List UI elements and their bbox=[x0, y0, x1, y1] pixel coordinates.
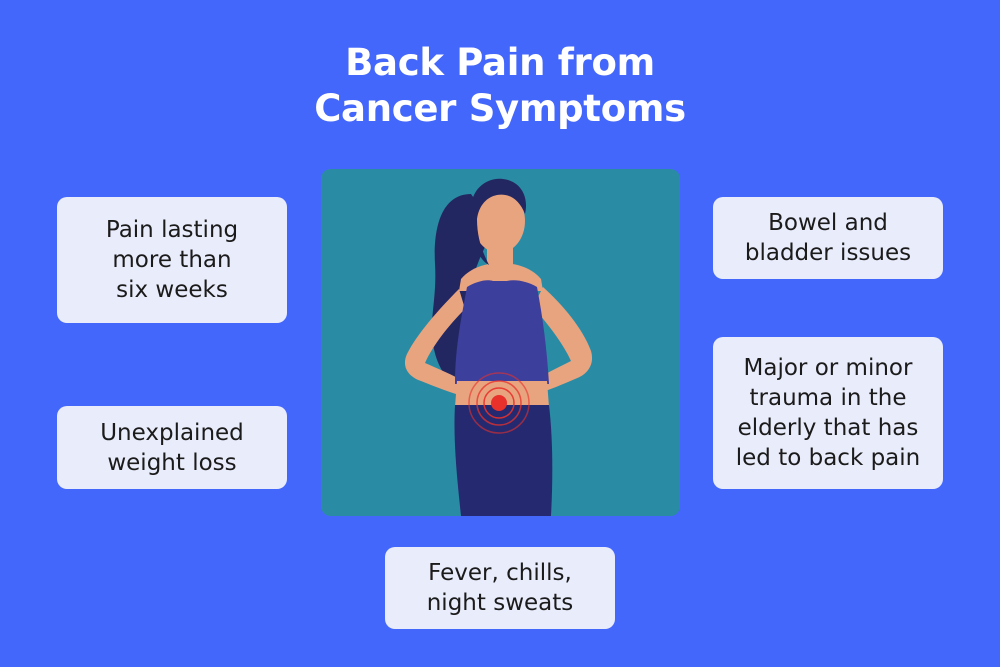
title-line-1: Back Pain from bbox=[345, 41, 655, 84]
symptom-text-fever: Fever, chills, night sweats bbox=[426, 560, 574, 616]
symptom-text-trauma: Major or minor trauma in the elderly tha… bbox=[735, 355, 921, 471]
pants bbox=[454, 405, 553, 516]
symptom-text-pain-lasting: Pain lasting more than six weeks bbox=[105, 217, 239, 303]
symptom-card-pain-lasting: Pain lasting more than six weeks bbox=[57, 197, 287, 323]
pain-ring-outer bbox=[468, 372, 530, 434]
symptom-text-weight-loss: Unexplained weight loss bbox=[100, 419, 244, 476]
right-arm bbox=[529, 287, 593, 395]
symptom-card-fever: Fever, chills, night sweats bbox=[385, 547, 615, 629]
pain-ring-middle bbox=[476, 380, 522, 426]
title-line-2: Cancer Symptoms bbox=[314, 87, 686, 130]
symptom-text-bowel-bladder: Bowel and bladder issues bbox=[744, 210, 912, 266]
left-arm bbox=[404, 289, 471, 397]
page-title: Back Pain from Cancer Symptoms bbox=[0, 40, 1000, 132]
symptom-card-bowel-bladder: Bowel and bladder issues bbox=[713, 197, 943, 279]
head bbox=[473, 189, 525, 253]
symptom-card-trauma: Major or minor trauma in the elderly tha… bbox=[713, 337, 943, 489]
tank-top bbox=[455, 280, 549, 384]
pain-point bbox=[491, 395, 507, 411]
pain-ring-inner bbox=[483, 387, 515, 419]
woman-back-pain-figure bbox=[321, 169, 680, 516]
back-pain-illustration bbox=[321, 169, 680, 516]
symptom-card-weight-loss: Unexplained weight loss bbox=[57, 406, 287, 489]
hair-top bbox=[470, 178, 527, 265]
